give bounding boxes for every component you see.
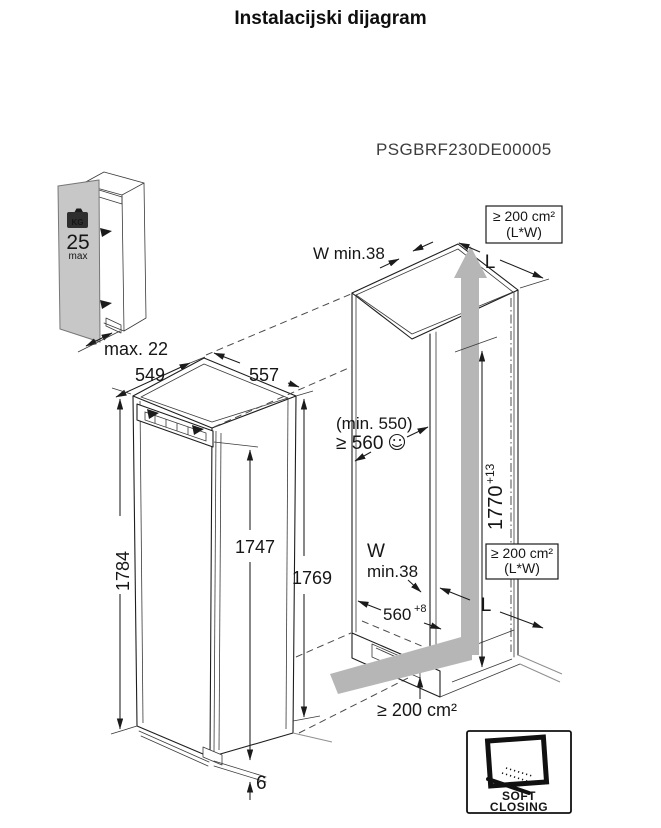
appliance-drawing: 549 557 1784 1747 [110, 293, 413, 800]
dim-depth: (min. 550) ≥ 560 [336, 414, 429, 462]
svg-text:+13: +13 [483, 463, 497, 484]
vent-bottom-label: ≥ 200 cm² [377, 676, 457, 720]
svg-text:(min. 550): (min. 550) [336, 414, 413, 433]
svg-text:L: L [481, 595, 492, 616]
svg-text:W: W [367, 541, 385, 562]
svg-text:549: 549 [135, 365, 165, 385]
dim-l-bottom: L [439, 587, 544, 629]
dim-560: 560 +8 [357, 600, 442, 630]
door-weight-inset: KG 25 max max. 22 [57, 171, 168, 359]
mount-arrow-bottom [100, 300, 112, 309]
dim-l-top: L [458, 242, 550, 289]
svg-text:min.38: min.38 [367, 562, 418, 581]
soft-label: SOFT [502, 789, 536, 803]
door-weight-value: 25 [66, 231, 89, 254]
rail-arrow-right [192, 425, 204, 435]
svg-text:560: 560 [383, 605, 411, 624]
dim-1769: 1769 [292, 390, 332, 722]
dim-1770: 1770 +13 [451, 336, 513, 683]
dim-wall-top: W min.38 [313, 241, 434, 269]
vent-box-top: ≥ 200 cm² (L*W) [485, 205, 563, 244]
mount-arrow-top [100, 228, 112, 237]
svg-text:(L*W): (L*W) [504, 560, 540, 576]
svg-text:≥ 560: ≥ 560 [336, 433, 383, 454]
svg-text:6: 6 [256, 773, 267, 794]
door-thickness-label: max. 22 [104, 339, 168, 359]
dim-wall-bottom: W min.38 [367, 541, 422, 593]
weight-kg-icon: KG [67, 208, 88, 228]
svg-text:≥ 200 cm²: ≥ 200 cm² [493, 208, 555, 224]
svg-text:W min.38: W min.38 [313, 244, 385, 263]
niche-drawing: W min.38 L ≥ 200 cm² (L*W) (min. 550) ≥ … [313, 205, 563, 720]
svg-text:+8: +8 [414, 603, 427, 615]
dim-6: 6 [246, 773, 267, 800]
closing-label: CLOSING [490, 800, 548, 814]
airflow-arrow [330, 246, 487, 694]
svg-text:557: 557 [249, 365, 279, 385]
model-number: PSGBRF230DE00005 [376, 140, 552, 159]
dim-1747: 1747 [213, 441, 275, 761]
soft-closing-icon: SOFT CLOSING [466, 730, 572, 814]
svg-text:≥ 200 cm²: ≥ 200 cm² [377, 700, 457, 720]
svg-text:1784: 1784 [113, 551, 133, 591]
hinge-rail [136, 403, 214, 448]
svg-text:(L*W): (L*W) [506, 224, 542, 240]
page-title: Instalacijski dijagram [234, 8, 427, 29]
svg-text:1769: 1769 [292, 568, 332, 588]
dim-549: 549 [115, 356, 206, 398]
door-weight-max: max [69, 251, 88, 262]
vent-box-mid: ≥ 200 cm² (L*W) [485, 543, 559, 580]
svg-text:≥ 200 cm²: ≥ 200 cm² [491, 545, 553, 561]
svg-text:1747: 1747 [235, 537, 275, 557]
svg-text:1770: 1770 [485, 486, 507, 531]
dim-557: 557 [213, 352, 300, 388]
smiley-icon [388, 433, 406, 451]
rail-arrow-left [147, 409, 159, 419]
dim-1784: 1784 [110, 387, 138, 735]
kg-label: KG [72, 218, 84, 227]
svg-text:L: L [485, 252, 496, 273]
